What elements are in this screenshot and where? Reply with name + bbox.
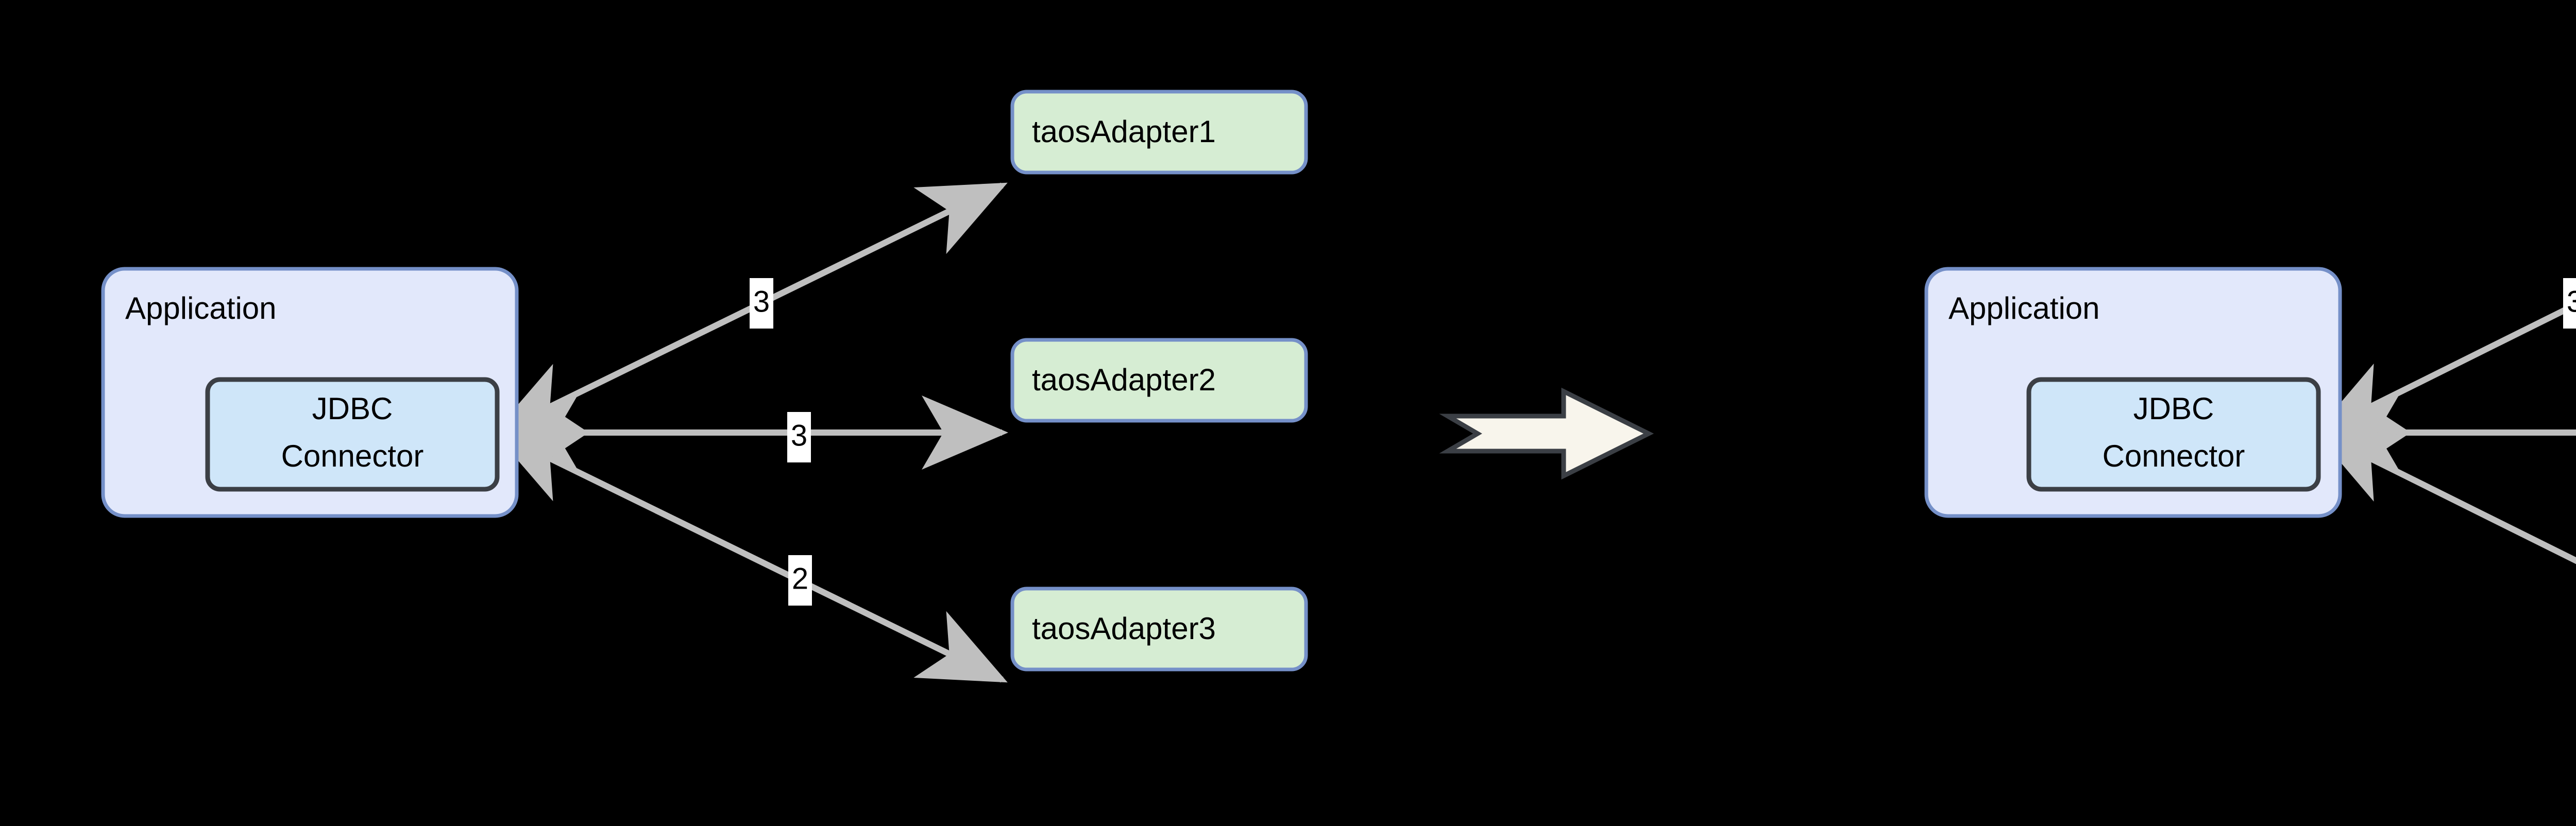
edge-label-value: 2 [792,562,808,595]
edge-connector-to-adapter3[interactable] [2313,429,2576,683]
jdbc-connector-box[interactable] [205,377,500,492]
edge-label-value: 3 [753,285,770,318]
block-arrow-right-icon [1439,387,1654,480]
taosadapter1-label: taosAdapter1 [1032,114,1216,149]
taosadapter2-node-before[interactable]: taosAdapter2 [1010,338,1308,423]
edge-label-before-3: 2 [788,555,812,606]
taosadapter3-node-before[interactable]: taosAdapter3 [1010,587,1308,672]
taosadapter3-box[interactable] [1010,587,1308,672]
edge-label-background [788,555,812,606]
edge-label-value: 3 [2567,285,2576,318]
edge-connector-to-adapter3[interactable] [492,429,1008,683]
jdbc-connector-node-before[interactable]: JDBC Connector [205,377,500,492]
panel-after: Application JDBC Connector taosAdapter1 … [1924,182,2576,683]
taosadapter1-box[interactable] [1010,90,1308,175]
jdbc-connector-label-line2: Connector [2103,439,2245,473]
transition-arrow [1439,387,1654,480]
edge-label-background [750,278,773,329]
jdbc-connector-box[interactable] [2026,377,2321,492]
taosadapter1-node-before[interactable]: taosAdapter1 [1010,90,1308,175]
jdbc-connector-node-after[interactable]: JDBC Connector [2026,377,2321,492]
taosadapter2-label: taosAdapter2 [1032,363,1216,397]
edge-label-background [787,412,811,462]
jdbc-connector-label-line1: JDBC [312,391,393,426]
edge-label-after-1: 3 [2563,278,2576,329]
jdbc-connector-label-line1: JDBC [2133,391,2214,426]
edge-label-value: 3 [791,419,807,452]
application-group-label: Application [125,291,277,325]
edge-label-before-2: 3 [787,412,811,462]
taosadapter3-label: taosAdapter3 [1032,611,1216,646]
edge-label-background [2563,278,2576,329]
application-group-label: Application [1948,291,2100,325]
panel-before: Application JDBC Connector taosAdapter1 … [101,90,1308,683]
jdbc-connector-label-line2: Connector [281,439,424,473]
edge-label-before-1: 3 [750,278,773,329]
taosadapter2-box[interactable] [1010,338,1308,423]
